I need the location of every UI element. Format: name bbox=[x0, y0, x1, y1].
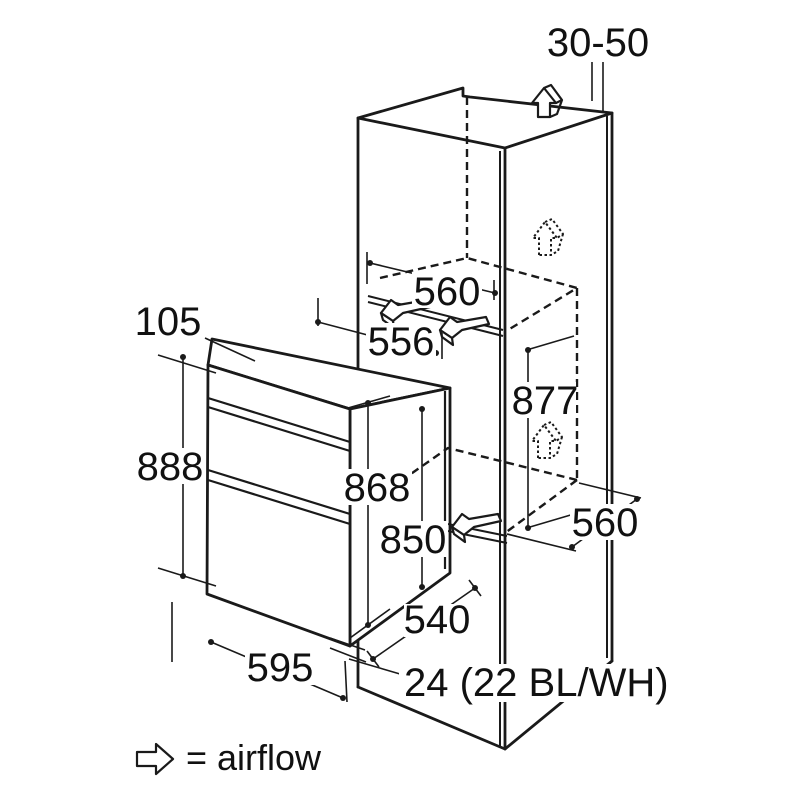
dim-oven-side-height: 850 bbox=[380, 518, 447, 562]
oven-door-split-line bbox=[207, 468, 351, 526]
dim-door-protrusion: 24 (22 BL/WH) bbox=[404, 661, 669, 705]
dim-recess-depth: 560 bbox=[572, 501, 639, 545]
dim-oven-width: 595 bbox=[247, 646, 314, 690]
legend-text: = airflow bbox=[186, 737, 322, 778]
dim-oven-body-height: 868 bbox=[344, 466, 411, 510]
dim-oven-depth: 540 bbox=[404, 598, 471, 642]
airflow-flat-arrow-3 bbox=[450, 512, 503, 544]
legend: = airflow bbox=[135, 737, 322, 778]
dimension-lines bbox=[157, 62, 642, 703]
cabinet-outline bbox=[356, 86, 614, 751]
airflow-arrow-icon bbox=[135, 742, 175, 776]
dim-aperture-height: 877 bbox=[512, 379, 579, 423]
dim-front-inner-width: 556 bbox=[368, 320, 435, 364]
dim-fascia-depth: 105 bbox=[135, 300, 202, 344]
dim-aperture-width: 560 bbox=[414, 270, 481, 314]
label-masks bbox=[135, 272, 680, 702]
airflow-arrows bbox=[379, 83, 564, 544]
airflow-flat-arrow-2 bbox=[438, 315, 491, 347]
dim-top-gap: 30-50 bbox=[547, 21, 649, 65]
airflow-dotted-arrow-upper bbox=[532, 218, 564, 256]
dimension-labels: 30-50 560 556 877 105 888 868 850 540 56… bbox=[135, 21, 669, 705]
airflow-dotted-arrow-lower bbox=[531, 421, 563, 459]
dimension-dots bbox=[180, 260, 640, 701]
dim-oven-height: 888 bbox=[137, 445, 204, 489]
airflow-up-arrow-top bbox=[530, 83, 564, 119]
oven bbox=[205, 337, 452, 648]
oven-front-face bbox=[205, 363, 352, 648]
oven-control-panel-line bbox=[207, 396, 351, 453]
